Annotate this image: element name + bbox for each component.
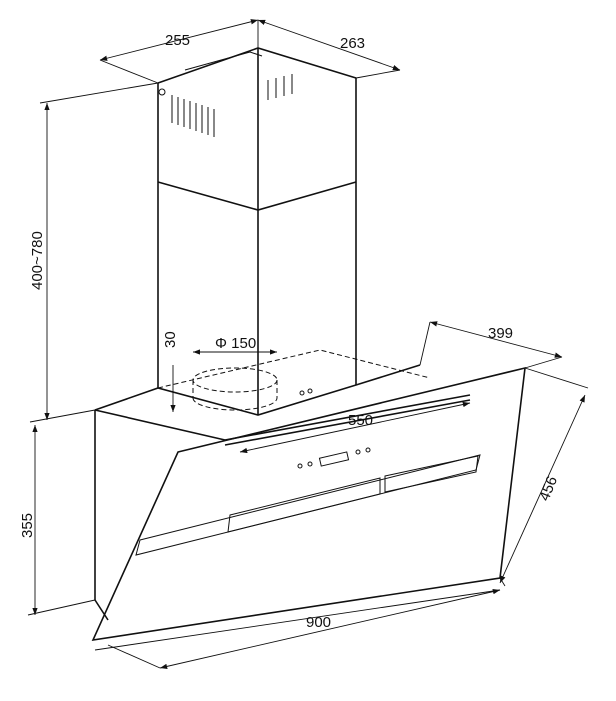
vent-slots — [171, 74, 293, 137]
label-chimney-height: 400~780 — [29, 231, 46, 290]
label-duct-offset: 30 — [162, 331, 179, 348]
canopy-top — [94, 349, 471, 446]
chimney — [157, 47, 357, 415]
label-chimney-width: 255 — [165, 32, 190, 49]
label-canopy-depth: 399 — [488, 325, 513, 342]
hood-body — [91, 366, 526, 642]
label-glass-height: 456 — [536, 474, 561, 504]
label-inner-width: 550 — [348, 412, 373, 429]
dimension-lines — [27, 19, 589, 670]
display — [318, 451, 350, 467]
label-body-height: 355 — [19, 513, 36, 538]
control-strip — [135, 454, 481, 556]
label-duct-diameter: Φ 150 — [215, 335, 256, 352]
label-chimney-depth: 263 — [340, 35, 365, 52]
label-total-width: 900 — [306, 614, 331, 631]
